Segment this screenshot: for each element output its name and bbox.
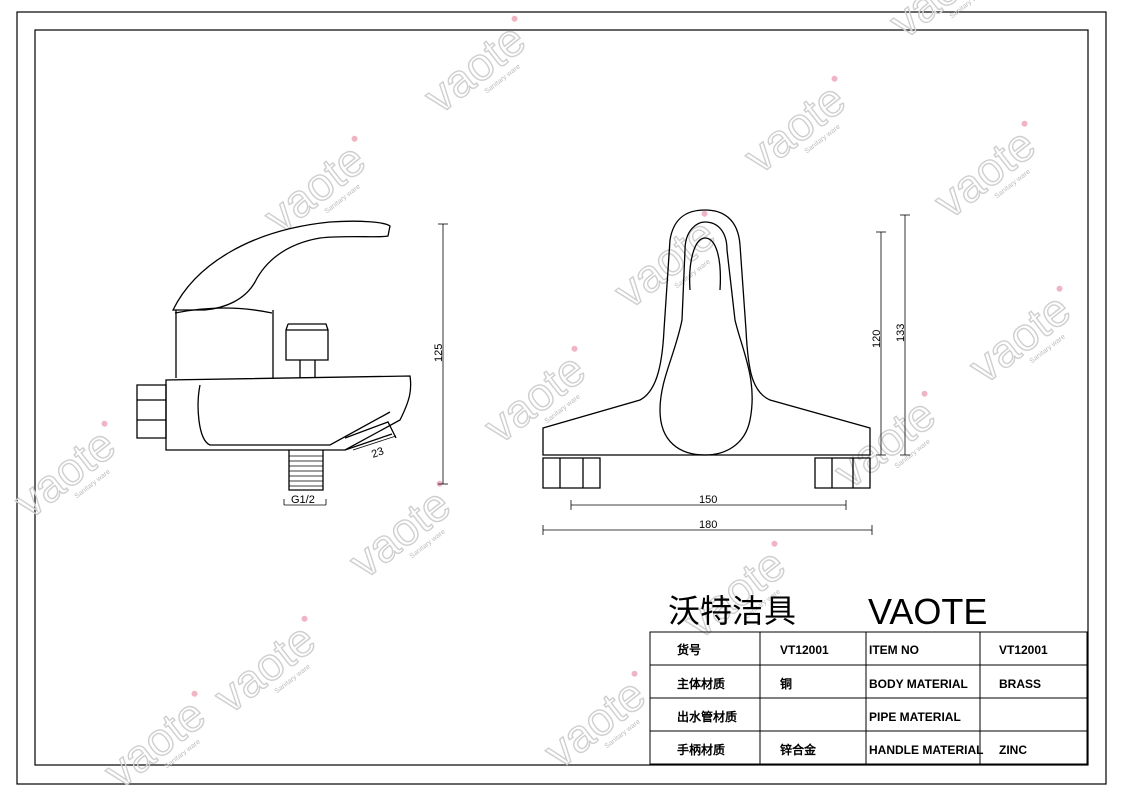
- height-125-label: 125: [433, 344, 445, 362]
- right-nut: [814, 457, 871, 489]
- width-180-label: 180: [699, 519, 717, 531]
- body-inner-curve: [197, 384, 391, 446]
- table-cell: 锌合金: [780, 742, 817, 757]
- faucet-body: [165, 375, 412, 451]
- side-dimensions: [283, 223, 448, 506]
- front-dimensions: [542, 214, 910, 535]
- outer-border: [16, 11, 1107, 785]
- width-150-label: 150: [699, 494, 717, 506]
- table-cell: BODY MATERIAL: [869, 677, 968, 691]
- height-120-label: 120: [871, 330, 883, 348]
- left-nut: [542, 457, 601, 489]
- thread-lines: [289, 455, 323, 487]
- table-cell: HANDLE MATERIAL: [869, 743, 983, 757]
- front-body: [542, 209, 871, 456]
- outlet-23-label: 23: [370, 445, 386, 460]
- spout-outlet: [344, 421, 397, 451]
- table-cell: BRASS: [999, 677, 1041, 691]
- front-slot: [689, 237, 722, 291]
- table-cell: 铜: [780, 676, 792, 691]
- table-cell: 出水管材质: [677, 709, 737, 724]
- cartridge-cap: [174, 307, 273, 314]
- lever-handle: [171, 220, 391, 311]
- spec-table: [649, 631, 1088, 765]
- side-view: [136, 220, 412, 491]
- table-cell: ITEM NO: [869, 643, 919, 657]
- thread-g12-label: G1/2: [291, 494, 315, 506]
- table-cell: VT12001: [999, 643, 1048, 657]
- spec-table-cells: 货号 VT12001 ITEM NO VT12001 主体材质 铜 BODY MATERIA…: [677, 642, 1048, 757]
- table-cell: 货号: [677, 642, 701, 657]
- table-cell: 手柄材质: [677, 742, 725, 757]
- table-cell: PIPE MATERIAL: [869, 710, 961, 724]
- table-cell: ZINC: [999, 743, 1027, 757]
- inner-border: [34, 29, 1089, 766]
- bottom-thread: [288, 450, 324, 491]
- watermark-brand: vaote: [879, 0, 1000, 48]
- title-chinese: 沃特洁具: [668, 592, 796, 630]
- title-brand: VAOTE: [868, 591, 987, 632]
- front-view: [542, 209, 871, 489]
- table-cell: VT12001: [780, 643, 829, 657]
- diverter-knob: [285, 323, 329, 378]
- cartridge-column: [175, 310, 274, 378]
- height-133-label: 133: [895, 324, 907, 342]
- inlet-nut: [136, 384, 167, 439]
- front-handle: [659, 221, 753, 456]
- table-cell: 主体材质: [677, 676, 725, 691]
